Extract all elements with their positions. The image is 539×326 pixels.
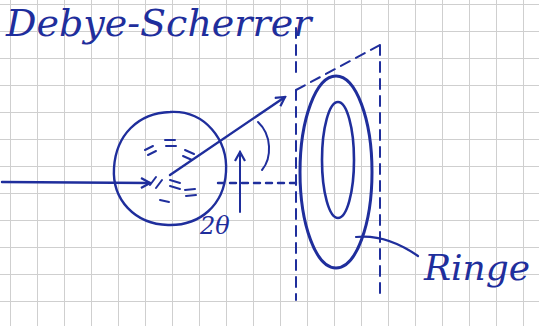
leader-line (356, 237, 418, 256)
inner-ring (322, 102, 354, 218)
diffracted-beam (170, 97, 285, 175)
angle-arc (258, 122, 269, 170)
powder-sample (114, 112, 226, 225)
incident-beam (2, 182, 150, 183)
transmitted-beam (218, 182, 300, 184)
angle-pointer (239, 152, 241, 212)
angle-label: 2θ (200, 214, 230, 238)
crystallites (145, 140, 196, 202)
outer-ring (300, 76, 372, 268)
ring-label: Ringe (424, 250, 530, 286)
diagram-title: Debye-Scherrer (6, 4, 311, 42)
detector-plane (296, 28, 380, 300)
